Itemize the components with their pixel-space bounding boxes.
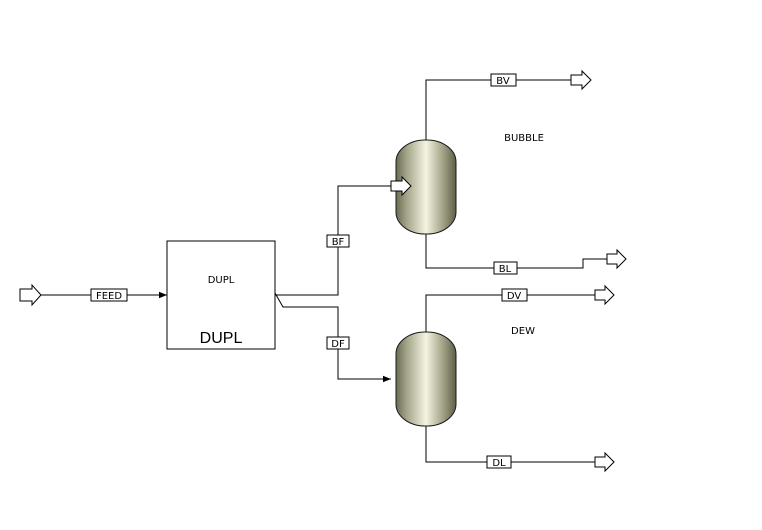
dl-port-arrow-icon[interactable] bbox=[594, 451, 615, 473]
dew-flash-drum[interactable] bbox=[395, 331, 457, 427]
stream-tag-dv[interactable]: DV bbox=[501, 288, 528, 302]
dv-port-arrow-icon[interactable] bbox=[594, 284, 615, 306]
svg-text:BL: BL bbox=[499, 264, 512, 275]
stream-tag-bf[interactable]: BF bbox=[326, 234, 350, 248]
stream-tag-dl[interactable]: DL bbox=[486, 455, 512, 469]
svg-text:DL: DL bbox=[492, 458, 506, 469]
svg-text:FEED: FEED bbox=[96, 291, 122, 302]
dupl-block[interactable]: DUPL DUPL bbox=[166, 240, 276, 350]
dupl-block-name: DUPL bbox=[208, 275, 235, 286]
svg-text:DF: DF bbox=[331, 339, 345, 350]
stream-dv-line[interactable] bbox=[425, 294, 595, 332]
stream-tag-bv[interactable]: BV bbox=[490, 73, 517, 87]
stream-tag-feed[interactable]: FEED bbox=[90, 288, 128, 302]
bl-port-arrow-icon[interactable] bbox=[606, 248, 627, 270]
stream-tag-df[interactable]: DF bbox=[326, 336, 350, 350]
stream-dl-line[interactable] bbox=[425, 425, 595, 463]
dupl-block-type-label: DUPL bbox=[200, 330, 243, 347]
dew-block-name: DEW bbox=[511, 326, 535, 337]
feed-port-arrow-icon[interactable] bbox=[19, 283, 42, 307]
bv-port-arrow-icon[interactable] bbox=[570, 69, 592, 91]
stream-bl-line[interactable] bbox=[425, 233, 607, 269]
bubble-inlet-port-icon[interactable] bbox=[390, 175, 412, 197]
svg-text:BV: BV bbox=[496, 76, 510, 87]
svg-text:DV: DV bbox=[507, 291, 522, 302]
stream-bv-line[interactable] bbox=[425, 79, 571, 140]
stream-tag-bl[interactable]: BL bbox=[493, 261, 518, 275]
svg-text:BF: BF bbox=[332, 237, 345, 248]
bubble-block-name: BUBBLE bbox=[504, 133, 544, 144]
stream-df-line[interactable] bbox=[274, 292, 391, 383]
